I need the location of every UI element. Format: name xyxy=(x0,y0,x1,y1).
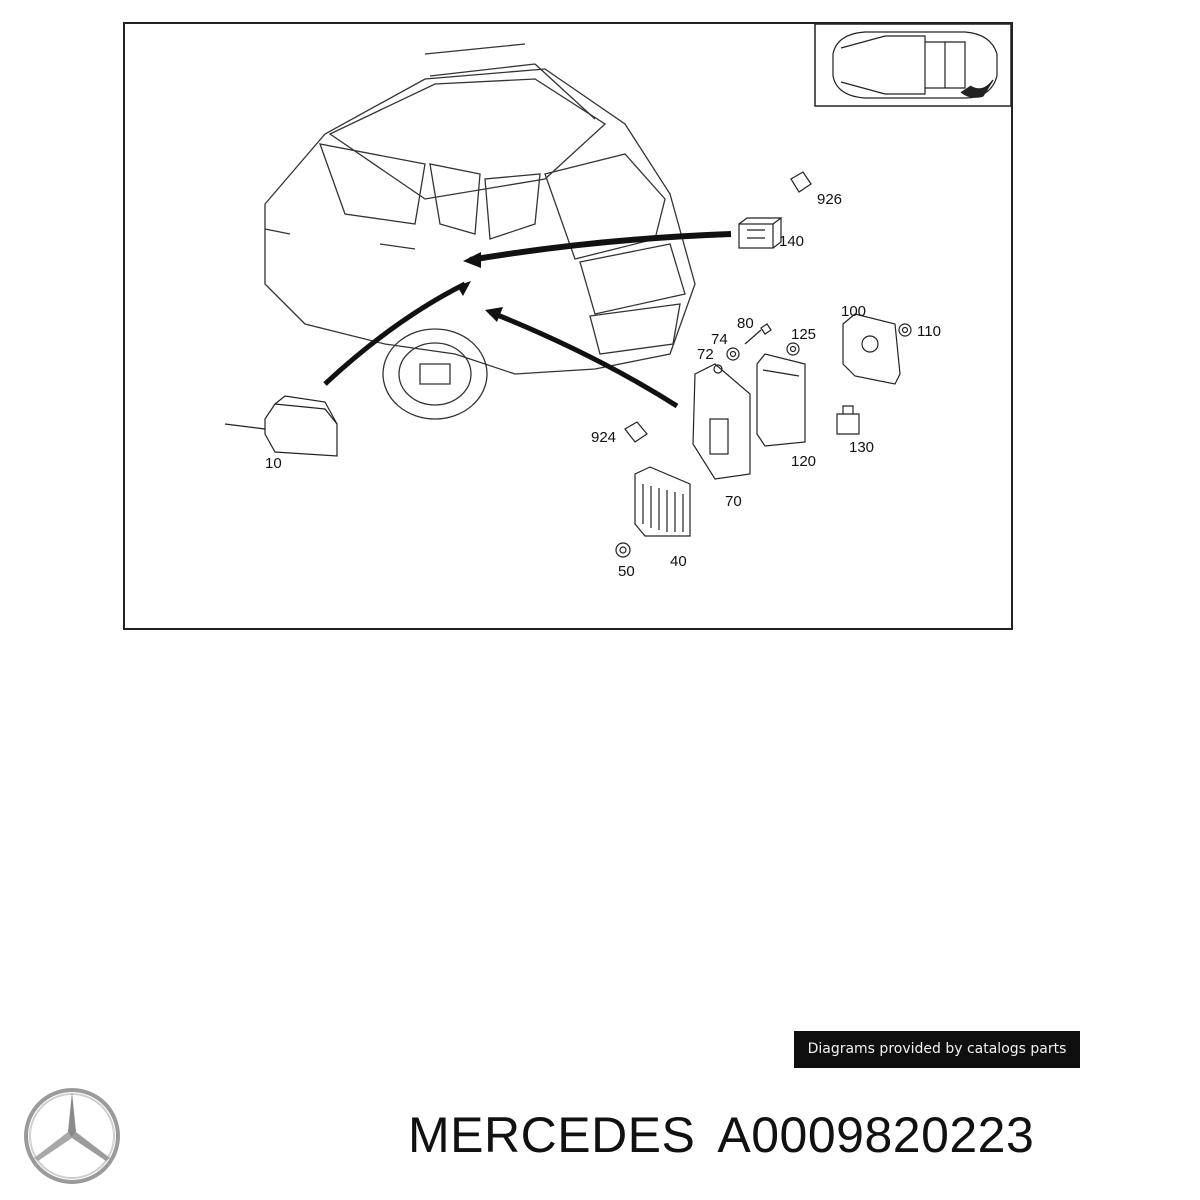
callout-50: 50 xyxy=(618,563,635,580)
part-926-clip xyxy=(790,171,812,193)
callout-72: 72 xyxy=(697,346,714,363)
callout-120: 120 xyxy=(791,453,817,470)
part-10-antenna-module xyxy=(224,395,338,457)
part-72-washer xyxy=(713,364,723,374)
part-924-clip xyxy=(624,421,648,443)
callout-130: 130 xyxy=(849,439,875,456)
part-120-control-unit xyxy=(756,353,806,447)
callout-10: 10 xyxy=(265,455,282,472)
part-title: MERCEDES A0009820223 xyxy=(408,1110,1034,1160)
callout-110: 110 xyxy=(917,323,941,340)
part-40-amplifier xyxy=(634,466,691,537)
three-pointed-star-logo xyxy=(24,1088,120,1184)
part-110-nut xyxy=(898,323,912,337)
part-70-bracket xyxy=(692,363,751,480)
callout-100: 100 xyxy=(841,303,867,320)
callout-80: 80 xyxy=(737,315,754,332)
part-130-clip xyxy=(836,405,860,435)
callout-926: 926 xyxy=(817,191,843,208)
diagram-credit-banner: Diagrams provided by catalogs parts xyxy=(794,1031,1080,1068)
inset-locator-view xyxy=(814,24,1011,107)
part-140-module xyxy=(738,217,783,249)
brand-name: MERCEDES xyxy=(408,1107,696,1163)
parts-diagram-drawing xyxy=(224,24,1011,558)
part-74-nut xyxy=(726,347,740,361)
callout-140: 140 xyxy=(779,233,805,250)
callout-40: 40 xyxy=(670,553,687,570)
vehicle-body xyxy=(264,43,696,420)
callout-125: 125 xyxy=(791,326,817,343)
part-80-bolt xyxy=(744,323,772,345)
parts-diagram: 926 140 80 74 72 125 100 110 924 120 130… xyxy=(123,22,1013,630)
part-125-nut xyxy=(786,342,800,356)
part-100-module xyxy=(842,313,901,385)
parts xyxy=(224,171,912,558)
part-50-nut xyxy=(615,542,631,558)
callout-924: 924 xyxy=(591,429,617,446)
callout-70: 70 xyxy=(725,493,742,510)
part-number: A0009820223 xyxy=(717,1107,1035,1163)
indicator-arrows xyxy=(323,231,732,409)
callout-74: 74 xyxy=(711,331,728,348)
